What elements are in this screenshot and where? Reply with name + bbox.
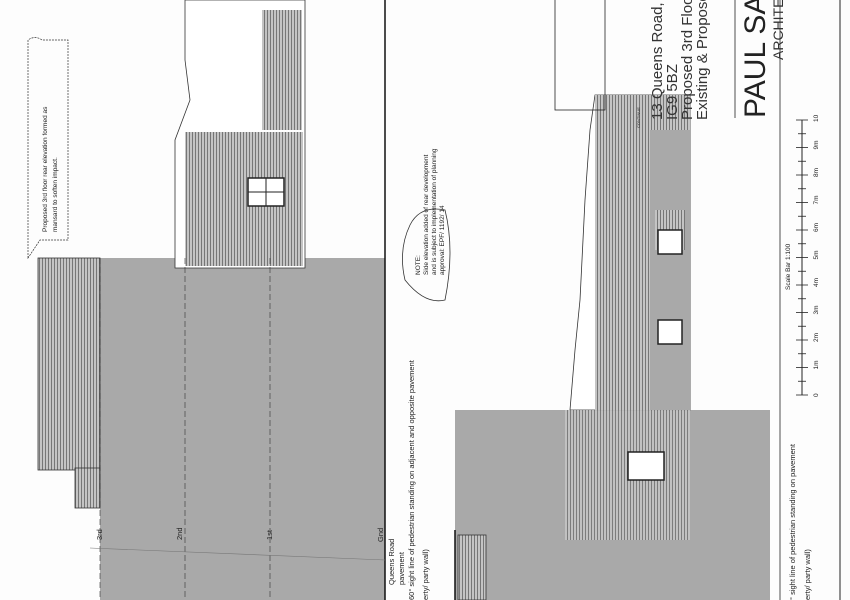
left-elevation: Proposed 3rd floor rear elevation formed…	[27, 0, 430, 600]
sheet-title: Existing & Propose	[694, 0, 711, 120]
right-elevation: CONTINUE ° sight line of pedestrian stan…	[454, 94, 812, 600]
scale-tick-label: 7m	[813, 195, 820, 204]
title-block: 13 Queens Road, L IG9 5BZ Proposed 3rd F…	[554, 0, 841, 600]
main-wall-left	[100, 258, 385, 600]
architect-name: PAUL SAG	[739, 0, 772, 118]
side-note-line2: and is subject to implementation of plan…	[431, 148, 438, 275]
rear-note-line1: Proposed 3rd floor rear elevation formed…	[42, 106, 49, 232]
street-pavement: pavement	[397, 551, 406, 585]
scale-tick-label: 5m	[813, 250, 820, 259]
sight-line-note: 60° sight line of pedestrian standing on…	[407, 359, 416, 600]
scale-tick-label: 9m	[813, 140, 820, 149]
parapet-right	[457, 534, 487, 600]
address-line2: IG9 5BZ	[664, 64, 681, 120]
party-wall-note-left: erty/ party wall)	[421, 549, 430, 600]
side-note-line3: approval: EPF/ 1192/ 14	[439, 205, 446, 275]
address-line1: 13 Queens Road, L	[649, 0, 666, 120]
street-name: Queens Road	[387, 539, 396, 585]
window-right-1	[657, 229, 683, 255]
scale-bar: Scale Bar 1:100 0 1m 2m 3m 4m 5m 6m 7m 8m 9m 10	[785, 114, 820, 397]
side-note-line1: Side elevation added of rear development	[423, 154, 430, 275]
scale-tick-label: 0	[813, 393, 820, 397]
scale-tick-label: 1m	[813, 360, 820, 369]
parapet-left	[74, 467, 101, 509]
project-title: Proposed 3rd Floo	[679, 0, 696, 120]
rear-upper-hatch	[262, 10, 302, 130]
scale-tick-label: 4m	[813, 278, 820, 287]
note-cloud-rear	[27, 37, 69, 260]
sight-line-note-right: ° sight line of pedestrian standing on p…	[788, 443, 797, 600]
scale-tick-label: 6m	[813, 223, 820, 232]
architect-role: ARCHITE	[770, 0, 786, 60]
side-note-cloud	[402, 208, 451, 302]
scale-tick-label: 8m	[813, 168, 820, 177]
side-note-title: NOTE:	[415, 255, 422, 275]
rear-right-gray	[650, 130, 690, 410]
scale-tick-label: 10	[813, 114, 820, 122]
rear-block-hatch	[185, 132, 303, 266]
party-wall-note-right: erty/ party wall)	[803, 549, 812, 600]
rear-note-line2: mansard to soften impact.	[52, 157, 59, 232]
level-gnd-label: Gnd	[376, 528, 385, 542]
scale-tick-label: 3m	[813, 305, 820, 314]
mansard-left	[37, 257, 101, 471]
window-right-2	[657, 319, 683, 345]
level-3rd-label: 3rd	[95, 529, 104, 540]
window-right-3b	[627, 451, 665, 481]
level-2nd-label: 2nd	[175, 527, 184, 540]
chimney-label: CONTINUE	[636, 107, 641, 128]
level-1st-label: 1st	[265, 529, 274, 540]
scale-bar-label: Scale Bar 1:100	[785, 243, 792, 290]
scale-tick-label: 2m	[813, 333, 820, 342]
sight-line	[89, 547, 386, 561]
